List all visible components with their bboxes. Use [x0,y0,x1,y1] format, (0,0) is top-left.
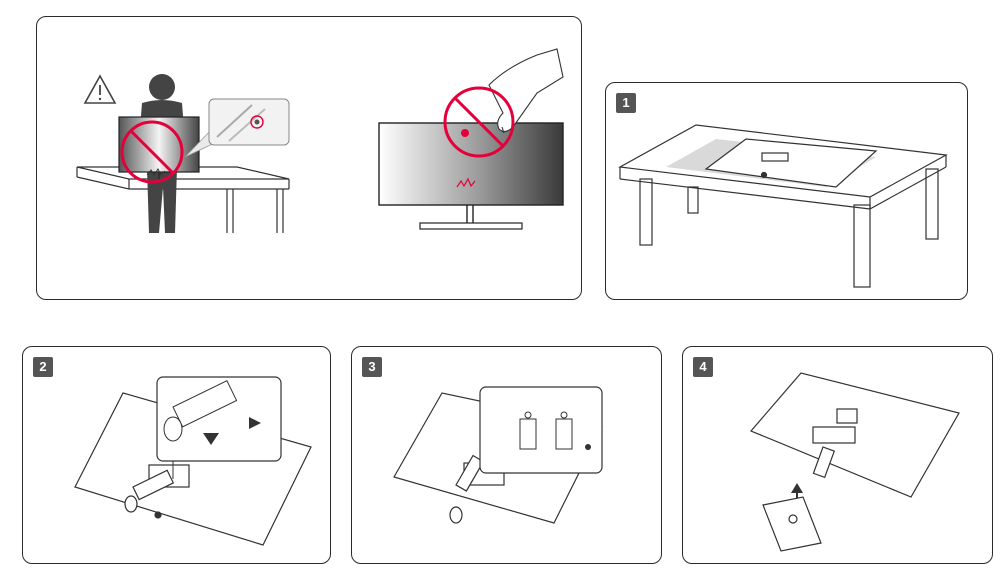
step-badge: 1 [616,93,636,113]
step-badge: 2 [33,357,53,377]
step4-panel: 4 [682,346,993,564]
impact-mark [146,168,166,176]
screw-icon [524,411,532,419]
stand-column [449,454,485,524]
arrow-right-icon [249,417,261,429]
prohibition-circle-icon [443,86,515,158]
step2-panel: 2 [22,346,331,564]
step3-illustration [393,386,603,524]
stand-base [762,496,822,552]
stand-neck [812,446,836,479]
step2-illustration [74,376,312,546]
hand-drawing [488,48,564,134]
caution-illustration [76,48,564,233]
step3-panel: 3 [351,346,662,564]
warning-triangle-icon [83,74,117,104]
screw-icon [560,411,568,419]
press-point [461,129,469,137]
monitor-face-down [704,138,878,188]
zoom-callout [184,98,290,158]
arrow-down-icon [203,433,219,445]
step1-panel: 1 [605,82,968,300]
zoom-callout [156,376,282,479]
step-badge: 4 [693,357,713,377]
held-monitor [118,116,200,179]
front-monitor [378,122,564,230]
stand-column [124,469,175,513]
monitor-back [750,372,960,498]
arrow-up-icon [791,483,803,493]
step4-illustration [750,372,960,552]
step1-illustration [618,124,948,288]
step-badge: 3 [362,357,382,377]
prohibition-circle-icon [120,120,184,184]
zoom-callout [479,386,603,474]
pressure-mark-screen [456,177,476,188]
caution-panel [36,16,582,300]
desk-drawing [76,166,290,233]
